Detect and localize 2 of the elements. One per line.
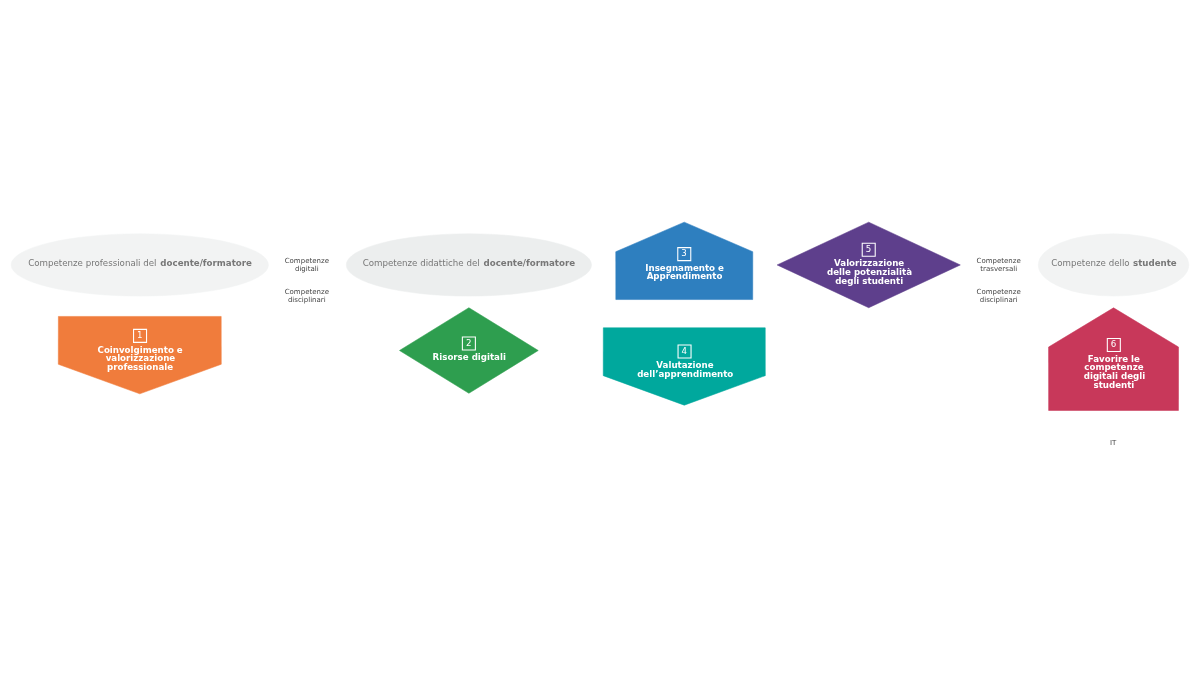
node-diamond: 2 Risorse digitali	[399, 307, 539, 394]
node-diamond: 5 Valorizzazione delle potenzialità degli studenti	[776, 221, 961, 308]
